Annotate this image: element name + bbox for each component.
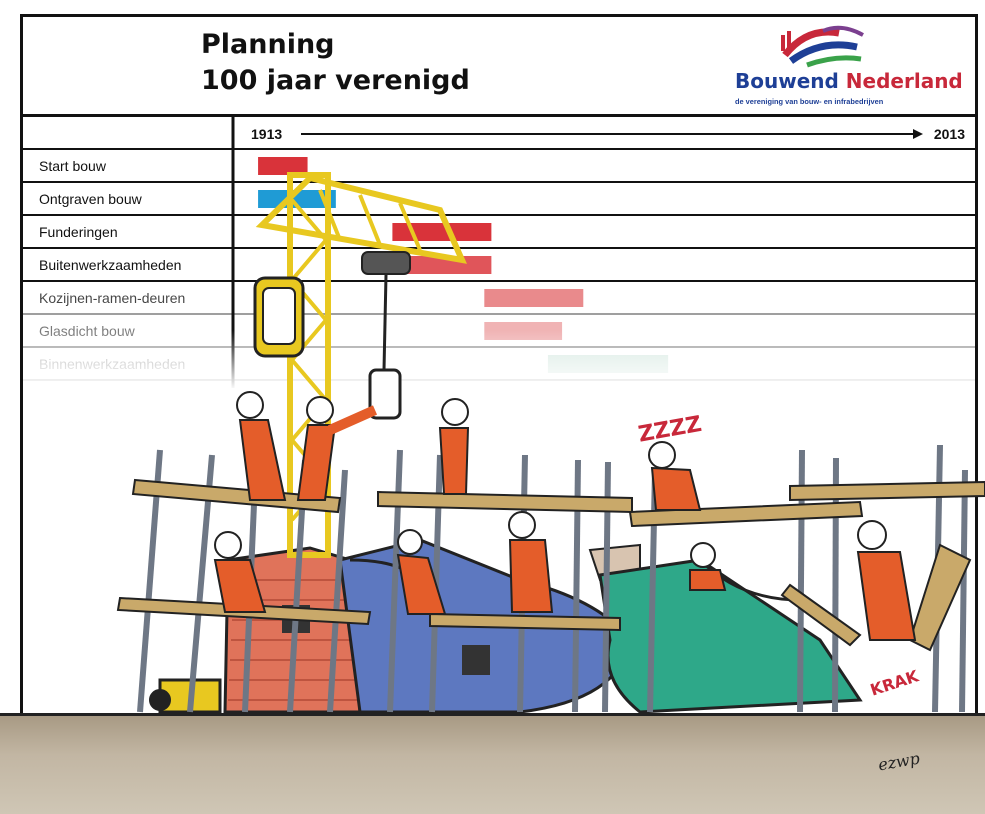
task-bar: [392, 256, 492, 274]
logo-name-part2: Nederland: [845, 69, 963, 93]
task-bar: [484, 289, 584, 307]
worker-8: [689, 542, 727, 591]
task-bar: [258, 190, 336, 208]
timeline-arrowhead: [913, 129, 923, 139]
chart-fade: [23, 330, 975, 390]
task-label: Ontgraven bouw: [39, 191, 143, 207]
task-label: Start bouw: [39, 158, 107, 174]
logo-tagline: de vereniging van bouw- en infrabedrijve…: [735, 97, 884, 106]
ground: [0, 713, 985, 814]
title-line-2: 100 jaar verenigd: [201, 65, 470, 96]
crane: [149, 172, 468, 714]
worker-4-sleeping: [648, 441, 702, 511]
worker-5: [213, 531, 267, 613]
bouwend-nederland-logo: Bouwend Nederland de vereniging van bouw…: [735, 21, 971, 111]
x-start-label: 1913: [251, 126, 282, 142]
task-label: Kozijnen-ramen-deuren: [39, 290, 185, 306]
scaffold-planks: [116, 478, 985, 652]
worker-9-falling: [856, 520, 917, 641]
task-label: Funderingen: [39, 224, 118, 240]
logo-swirl-icon: [781, 25, 864, 68]
worker-3: [438, 398, 470, 495]
worker-1: [236, 391, 287, 501]
worker-6: [396, 529, 447, 615]
logo-name-part1: Bouwend: [735, 69, 839, 93]
header: Planning 100 jaar verenigd Bouwend Neder…: [23, 17, 975, 117]
logo-name: Bouwend Nederland: [735, 69, 963, 93]
x-end-label: 2013: [934, 126, 965, 142]
workers: [213, 391, 917, 641]
task-label: Buitenwerkzaamheden: [39, 257, 181, 273]
worker-7: [508, 511, 554, 613]
worker-2: [296, 396, 378, 501]
task-bar: [258, 157, 308, 175]
task-bar: [392, 223, 492, 241]
title-line-1: Planning: [201, 29, 335, 60]
